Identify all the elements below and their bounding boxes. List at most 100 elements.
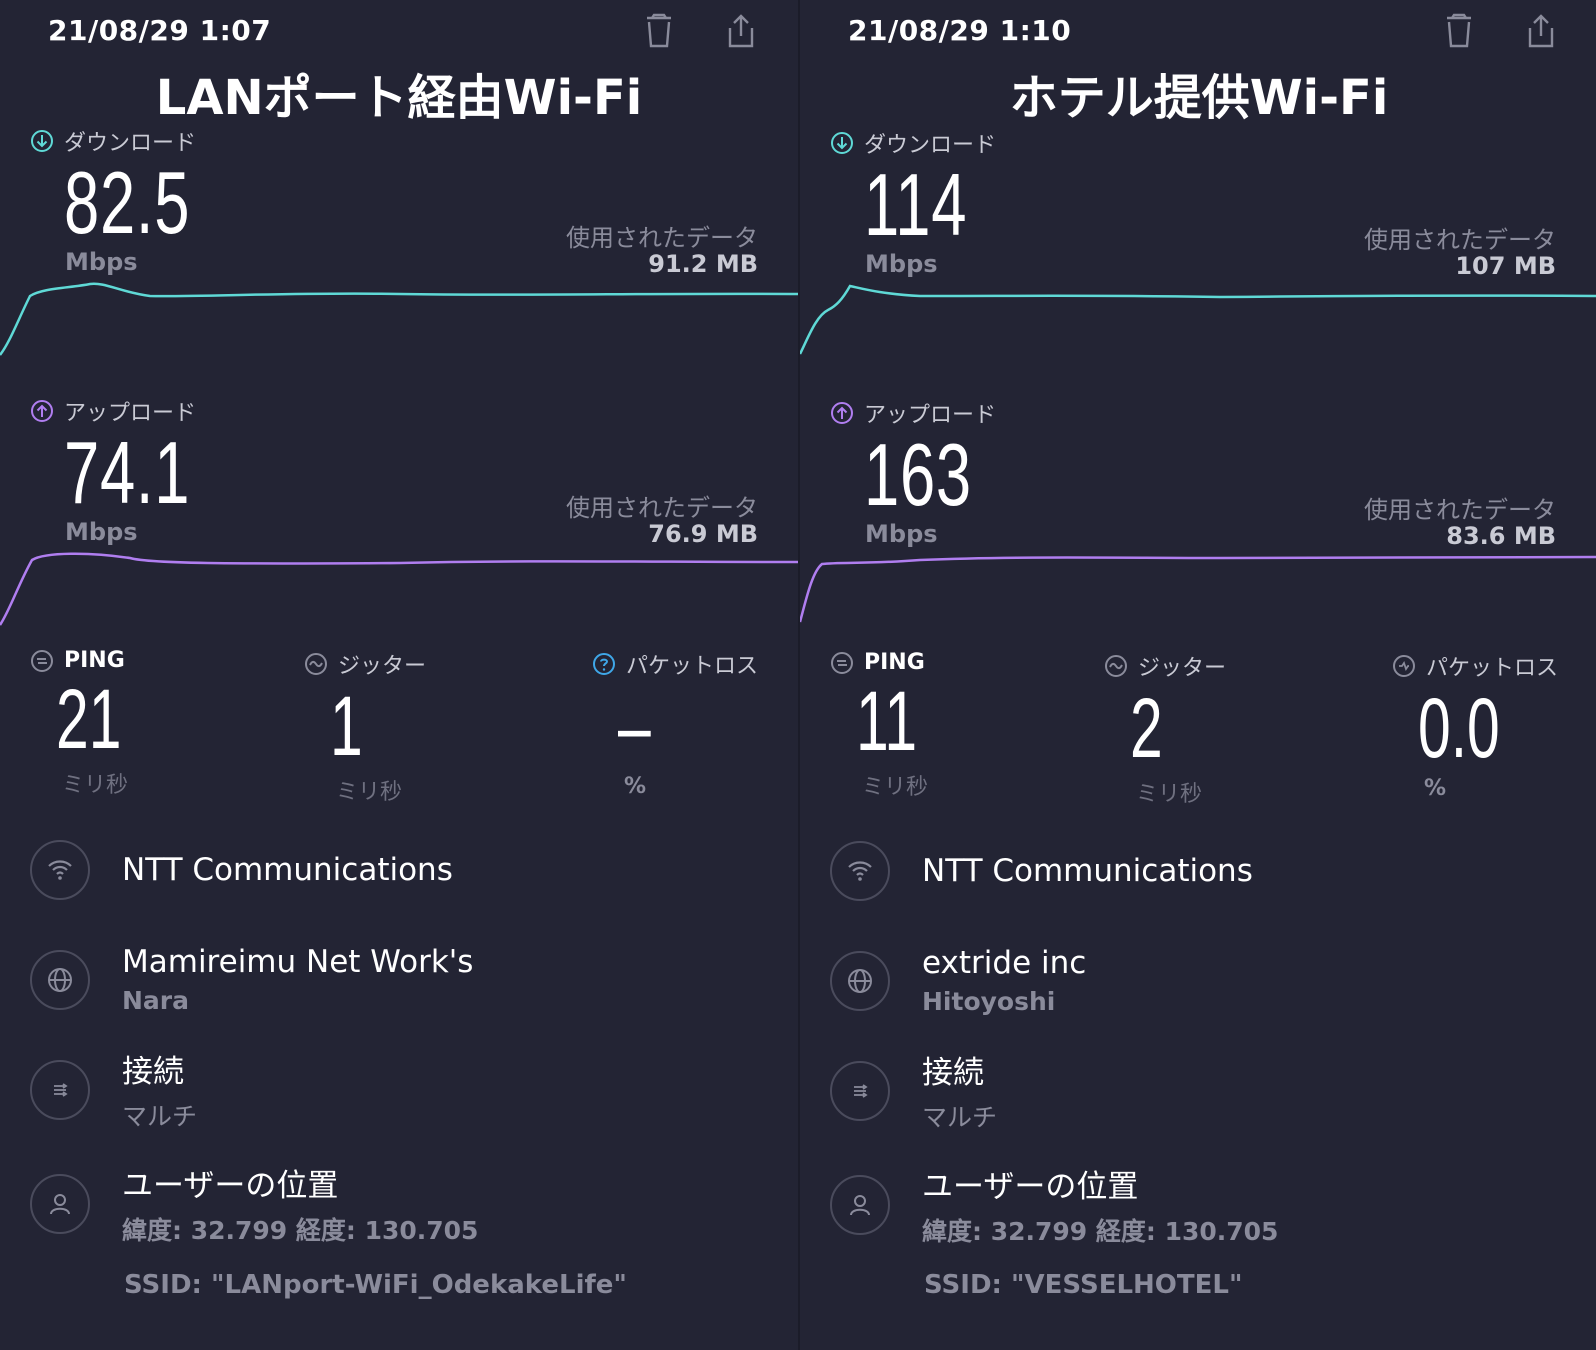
connection-value: マルチ bbox=[922, 1103, 998, 1132]
download-unit: Mbps bbox=[65, 248, 138, 276]
jitter-metric: ジッター 1 ミリ秒 bbox=[304, 648, 426, 806]
upload-speed: 163 bbox=[864, 425, 972, 524]
download-used-value: 91.2 MB bbox=[648, 250, 758, 278]
download-label-text: ダウンロード bbox=[64, 131, 197, 156]
comparison-title: LANポート経由Wi-Fi bbox=[155, 70, 643, 126]
packet-loss-unit: % bbox=[624, 774, 647, 799]
upload-unit: Mbps bbox=[65, 518, 138, 546]
upload-arrow-icon bbox=[831, 402, 853, 424]
user-location-row: ユーザーの位置 緯度: 32.799 経度: 130.705 bbox=[830, 1161, 1278, 1248]
share-icon[interactable] bbox=[1522, 12, 1560, 50]
ping-value: 11 bbox=[856, 674, 918, 768]
server-name: Mamireimu Net Work's bbox=[122, 944, 474, 980]
upload-arrow-icon bbox=[31, 400, 53, 422]
server-row[interactable]: Mamireimu Net Work's Nara bbox=[30, 944, 473, 1015]
ping-icon bbox=[31, 649, 53, 672]
upload-label: アップロード bbox=[830, 397, 996, 429]
user-location-coords: 緯度: 32.799 経度: 130.705 bbox=[122, 1216, 479, 1245]
ping-icon bbox=[831, 651, 853, 674]
download-graph bbox=[800, 284, 1596, 355]
comparison-title: ホテル提供Wi-Fi bbox=[1009, 70, 1389, 126]
connection-label: 接続 bbox=[122, 1054, 184, 1090]
packet-loss-icon bbox=[1393, 655, 1415, 677]
download-label-text: ダウンロード bbox=[864, 133, 997, 158]
ping-label: PING bbox=[64, 648, 125, 673]
jitter-metric: ジッター 2 ミリ秒 bbox=[1104, 650, 1226, 808]
provider-row: NTT Communications bbox=[30, 840, 453, 900]
upload-used-label: 使用されたデータ bbox=[566, 494, 758, 522]
upload-graph bbox=[800, 555, 1596, 623]
upload-used-value: 83.6 MB bbox=[1446, 522, 1556, 550]
packet-loss-unit: % bbox=[1424, 776, 1447, 801]
user-location-label: ユーザーの位置 bbox=[122, 1168, 339, 1204]
download-arrow-icon bbox=[31, 130, 53, 152]
user-icon bbox=[850, 1194, 870, 1215]
upload-unit: Mbps bbox=[865, 520, 938, 548]
ping-unit: ミリ秒 bbox=[62, 773, 129, 798]
trash-icon[interactable] bbox=[640, 12, 678, 50]
share-icon[interactable] bbox=[722, 12, 760, 50]
provider-name: NTT Communications bbox=[922, 853, 1253, 889]
download-label: ダウンロード bbox=[830, 127, 996, 159]
download-used-label: 使用されたデータ bbox=[1364, 226, 1556, 254]
jitter-label: ジッター bbox=[338, 654, 427, 679]
upload-graph bbox=[0, 552, 798, 626]
download-arrow-icon bbox=[831, 132, 853, 154]
ping-unit: ミリ秒 bbox=[862, 775, 929, 800]
upload-label: アップロード bbox=[30, 395, 196, 427]
user-location-coords: 緯度: 32.799 経度: 130.705 bbox=[922, 1217, 1279, 1246]
upload-used-value: 76.9 MB bbox=[648, 520, 758, 548]
jitter-unit: ミリ秒 bbox=[336, 780, 403, 805]
help-icon[interactable] bbox=[592, 652, 616, 676]
server-row[interactable]: extride inc Hitoyoshi bbox=[830, 945, 1086, 1016]
download-speed: 82.5 bbox=[64, 153, 191, 252]
jitter-value: 2 bbox=[1130, 681, 1163, 775]
speedtest-result-left: 21/08/29 1:07 LANポート経由Wi-Fi ダウンロード 82.5 … bbox=[0, 12, 798, 1300]
connections-icon bbox=[54, 1082, 68, 1097]
connection-value: マルチ bbox=[122, 1102, 198, 1131]
download-used-value: 107 MB bbox=[1455, 252, 1556, 280]
wifi-icon bbox=[848, 861, 872, 881]
upload-speed: 74.1 bbox=[64, 423, 191, 522]
provider-name: NTT Communications bbox=[122, 852, 453, 888]
jitter-icon bbox=[305, 653, 327, 675]
download-unit: Mbps bbox=[865, 250, 938, 278]
ping-value: 21 bbox=[56, 672, 122, 766]
result-date: 21/08/29 1:07 bbox=[48, 14, 272, 47]
provider-row: NTT Communications bbox=[830, 841, 1253, 901]
trash-icon[interactable] bbox=[1440, 12, 1478, 50]
packet-loss-metric: パケットロス – % bbox=[592, 648, 758, 799]
download-speed: 114 bbox=[864, 155, 968, 254]
packet-loss-label: パケットロス bbox=[626, 654, 759, 679]
packet-loss-value: – bbox=[618, 679, 651, 773]
server-location: Nara bbox=[122, 986, 189, 1015]
packet-loss-value: 0.0 bbox=[1418, 681, 1500, 775]
speedtest-result-right: 21/08/29 1:10 ホテル提供Wi-Fi ダウンロード 114 Mbps… bbox=[798, 0, 1596, 1350]
packet-loss-label: パケットロス bbox=[1426, 656, 1559, 681]
globe-icon bbox=[848, 968, 872, 993]
wifi-icon bbox=[48, 860, 72, 880]
ping-metric: PING 21 ミリ秒 bbox=[30, 648, 149, 799]
ssid: SSID: "LANport-WiFi_OdekakeLife" bbox=[124, 1270, 627, 1300]
connection-row: 接続 マルチ bbox=[830, 1047, 997, 1134]
connections-icon bbox=[854, 1083, 868, 1098]
server-name: extride inc bbox=[922, 945, 1087, 981]
globe-icon bbox=[48, 967, 72, 992]
upload-label-text: アップロード bbox=[64, 401, 197, 426]
connection-row: 接続 マルチ bbox=[30, 1046, 197, 1133]
packet-loss-metric: パケットロス 0.0 % bbox=[1392, 650, 1558, 801]
user-location-row: ユーザーの位置 緯度: 32.799 経度: 130.705 bbox=[30, 1160, 478, 1247]
upload-label-text: アップロード bbox=[864, 403, 997, 428]
download-graph bbox=[0, 282, 798, 356]
jitter-value: 1 bbox=[330, 679, 363, 773]
upload-used-label: 使用されたデータ bbox=[1364, 496, 1556, 524]
download-used-label: 使用されたデータ bbox=[566, 224, 758, 252]
jitter-label: ジッター bbox=[1138, 656, 1227, 681]
ping-metric: PING 11 ミリ秒 bbox=[830, 650, 943, 801]
connection-label: 接続 bbox=[922, 1055, 984, 1091]
server-location: Hitoyoshi bbox=[922, 987, 1056, 1016]
download-label: ダウンロード bbox=[30, 125, 196, 157]
jitter-unit: ミリ秒 bbox=[1136, 782, 1203, 807]
user-icon bbox=[50, 1193, 70, 1214]
